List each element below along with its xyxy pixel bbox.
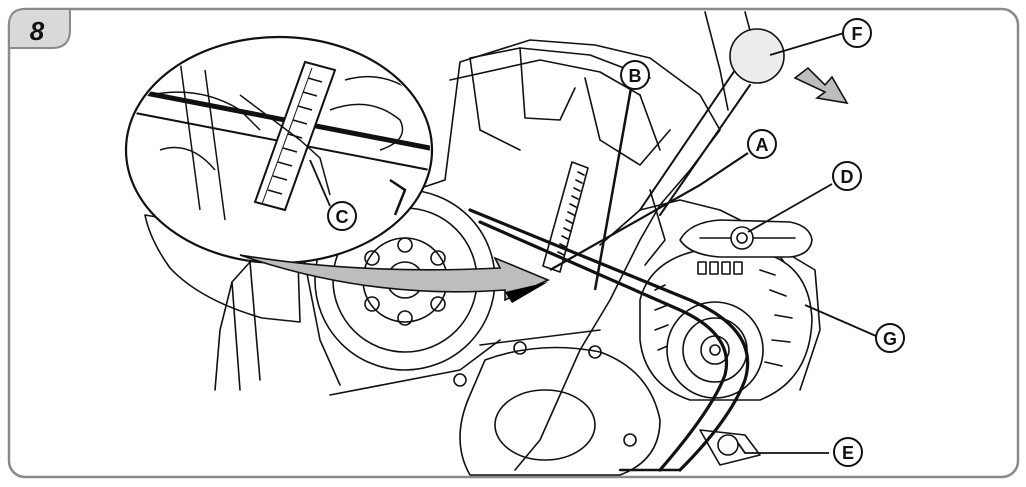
- direction-arrow: [793, 66, 849, 105]
- callout-leaders: [309, 32, 877, 454]
- callout-G: G: [875, 323, 905, 353]
- pivot-bolt: [717, 434, 739, 456]
- figure-number-badge: 8: [8, 8, 71, 49]
- svg-text:A: A: [756, 135, 769, 155]
- callout-B: B: [620, 60, 650, 90]
- adjusting-bracket: [679, 219, 813, 258]
- callout-D: D: [832, 161, 862, 191]
- detail-magnifier: [124, 35, 434, 265]
- magnifier-pointer-arrow: [239, 254, 550, 302]
- svg-text:E: E: [842, 443, 854, 463]
- lever-knob: [729, 28, 785, 84]
- svg-text:F: F: [852, 24, 863, 44]
- svg-text:G: G: [883, 329, 897, 349]
- svg-text:C: C: [336, 207, 349, 227]
- figure-number: 8: [30, 16, 45, 46]
- figure-frame: [7, 7, 1020, 479]
- callout-A: A: [747, 129, 777, 159]
- callout-E: E: [833, 437, 863, 467]
- engine-drawing: [144, 11, 821, 476]
- drive-belt: [468, 208, 750, 472]
- svg-text:D: D: [841, 167, 854, 187]
- callout-C: C: [327, 201, 357, 231]
- timing-cover: [459, 346, 661, 476]
- svg-text:B: B: [629, 66, 642, 86]
- callout-F: F: [842, 18, 872, 48]
- alternator-pulley: [666, 301, 764, 399]
